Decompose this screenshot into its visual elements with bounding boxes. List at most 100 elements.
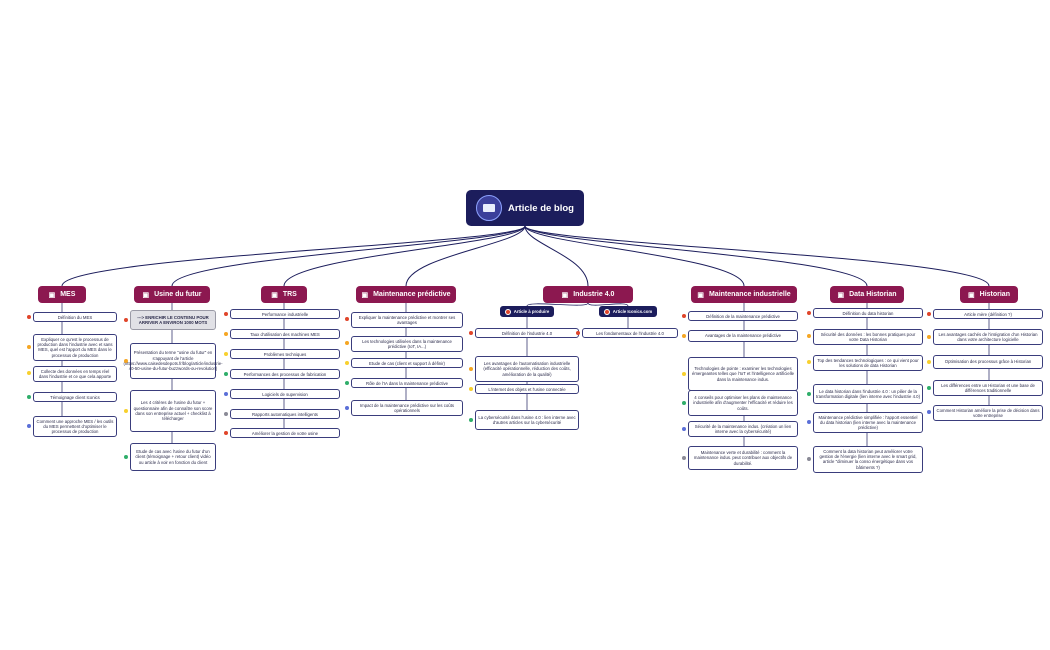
topic-node[interactable]: Le data historian dans l'industrie 4.0 :… [813,384,923,404]
branch-maintenance-industrielle[interactable]: ▣ Maintenance industrielle [691,286,797,303]
priority-dot-icon [224,412,228,416]
branch-title: Historian [979,291,1010,298]
priority-dot-icon [682,372,686,376]
priority-dot-icon [224,372,228,376]
priority-dot-icon [807,457,811,461]
priority-dot-icon [345,381,349,385]
branch-trs[interactable]: ▣ TRS [261,286,307,303]
priority-dot-icon [224,332,228,336]
priority-dot-icon [124,359,128,363]
branch-mes[interactable]: ▣ MES [38,286,86,303]
branch-title: Maintenance industrielle [708,291,791,298]
priority-dot-icon [682,401,686,405]
priority-dot-icon [469,367,473,371]
topic-node[interactable]: La cybersécurité dans l'usine 4.0 : lien… [475,410,579,430]
priority-dot-icon [27,371,31,375]
topic-node[interactable]: ---> ENRICHIR LE CONTENU POUR ARRIVER A … [130,310,216,330]
priority-dot-icon [807,360,811,364]
topic-node[interactable]: Expliquer la maintenance prédictive et m… [351,312,463,328]
priority-dot-icon [807,392,811,396]
branch-title: Usine du futur [154,291,202,298]
priority-dot-icon [345,361,349,365]
topic-node[interactable]: Expliquer ce qu'est le processus de prod… [33,334,117,361]
priority-dot-icon [807,311,811,315]
branch-industrie-4-0[interactable]: ▣Industrie 4.0 [543,286,633,303]
priority-dot-icon [124,409,128,413]
topic-node[interactable]: Définition de la maintenance prédictive [688,311,798,322]
topic-node[interactable]: Rapports automatiques intelligents [230,409,340,420]
branch-title: MES [60,291,76,298]
branch-usine-du-futur[interactable]: ▣ Usine du futur [134,286,210,303]
root-title: Article de blog [508,202,574,214]
topic-node[interactable]: Sécurité de la maintenance indus. (créat… [688,421,798,437]
branch-data-historian[interactable]: ▣Data Historian [830,286,904,303]
topic-node[interactable]: Maintenance verte et durabilité : commen… [688,446,798,470]
topic-node[interactable]: Etude de cas avec l'usine du futur d'un … [130,443,216,471]
priority-dot-icon [224,352,228,356]
topic-node[interactable]: Les technologies utilisées dans la maint… [351,336,463,352]
priority-dot-icon [27,315,31,319]
topic-node[interactable]: Technologies de pointe : examiner les te… [688,357,798,391]
sub-branch-title: Article à produire [513,308,550,314]
topic-node[interactable]: Optimisation des processus grâce à Histo… [933,355,1043,369]
factory-icon: ▣ [48,291,56,299]
topic-node[interactable]: Les différences entre un Historian et un… [933,380,1043,396]
industry-icon: ▣ [561,291,569,299]
topic-node[interactable]: Performances des processus de fabricatio… [230,369,340,380]
priority-dot-icon [27,395,31,399]
priority-dot-icon [469,387,473,391]
priority-dot-icon [927,312,931,316]
topic-node[interactable]: Définition de l'industrie 4.0 [475,328,579,339]
topic-node[interactable]: Maintenance prédictive simplifiée : l'ap… [813,412,923,434]
gears-icon: ▣ [361,291,369,299]
topic-node[interactable]: Comment une approche MES / les outils du… [33,416,117,438]
topic-node[interactable]: Performance industrielle [230,309,340,320]
topic-node[interactable]: 4 conseils pour optimiser les plans de m… [688,390,798,416]
topic-node[interactable]: Avantages de la maintenance prédictive [688,330,798,342]
branch-title: TRS [282,291,297,298]
topic-node[interactable]: Sécurité des données : les bonnes pratiq… [813,329,923,345]
priority-dot-icon [345,406,349,410]
priority-dot-icon [927,410,931,414]
priority-dot-icon [576,331,580,335]
gears-icon: ▣ [697,291,704,299]
topic-node[interactable]: Logiciels de supervision [230,389,340,400]
topic-node[interactable]: Les 4 critères de l'usine du futur + que… [130,390,216,432]
topic-node[interactable]: Présentation du terme "usine du futur" e… [123,343,223,379]
priority-dot-icon [469,418,473,422]
topic-node[interactable]: Définition du data historian [813,308,923,319]
topic-node[interactable]: Les fondamentaux de l'industrie 4.0 [582,328,678,339]
topic-node[interactable]: Top des tendances technologiques : ce qu… [813,355,923,371]
topic-node[interactable]: Collecte des données en temps réel dans … [33,366,117,382]
topic-node[interactable]: Définition du MES [33,312,117,323]
topic-node[interactable]: Les avantages de l'automatisation indust… [475,356,579,382]
topic-node[interactable]: Etude de cas (client et support à défini… [351,358,463,369]
topic-node[interactable]: Problèmes techniques [230,349,340,360]
priority-dot-icon [224,312,228,316]
topic-node[interactable]: Impact de la maintenance prédictive sur … [351,400,463,416]
branch-historian[interactable]: ▣Historian [960,286,1018,303]
status-dot-icon [603,308,610,315]
priority-dot-icon [224,431,228,435]
priority-dot-icon [927,386,931,390]
sub-branch-article-iconics-com[interactable]: Article Iconics.com [599,306,657,317]
sub-branch-article-a-produire[interactable]: Article à produire [500,306,554,317]
topic-node[interactable]: Comment Historian améliore la prise de d… [933,405,1043,421]
chart-icon: ▣ [271,291,278,299]
priority-dot-icon [927,360,931,364]
priority-dot-icon [27,345,31,349]
topic-node[interactable]: Témoignage client Iconics [33,392,117,403]
topic-node[interactable]: L'internet des objets et l'usine connect… [475,384,579,395]
branch-title: Maintenance prédictive [373,291,451,298]
topic-node[interactable]: Améliorer la gestion de votre usine [230,428,340,439]
root-node[interactable]: Article de blog [466,190,584,226]
priority-dot-icon [469,331,473,335]
topic-node[interactable]: Taux d'utilisation des machines MES [230,329,340,340]
branch-maintenance-predictive[interactable]: ▣ Maintenance prédictive [356,286,456,303]
topic-node[interactable]: Les avantages cachés de l'intégration d'… [933,329,1043,345]
topic-node[interactable]: Comment la data historian peut améliorer… [813,446,923,473]
topic-node[interactable]: Article mère (définition ?) [933,309,1043,320]
robot-arm-icon: ▣ [142,291,150,299]
topic-node[interactable]: Rôle de l'IA dans la maintenance prédict… [351,378,463,389]
